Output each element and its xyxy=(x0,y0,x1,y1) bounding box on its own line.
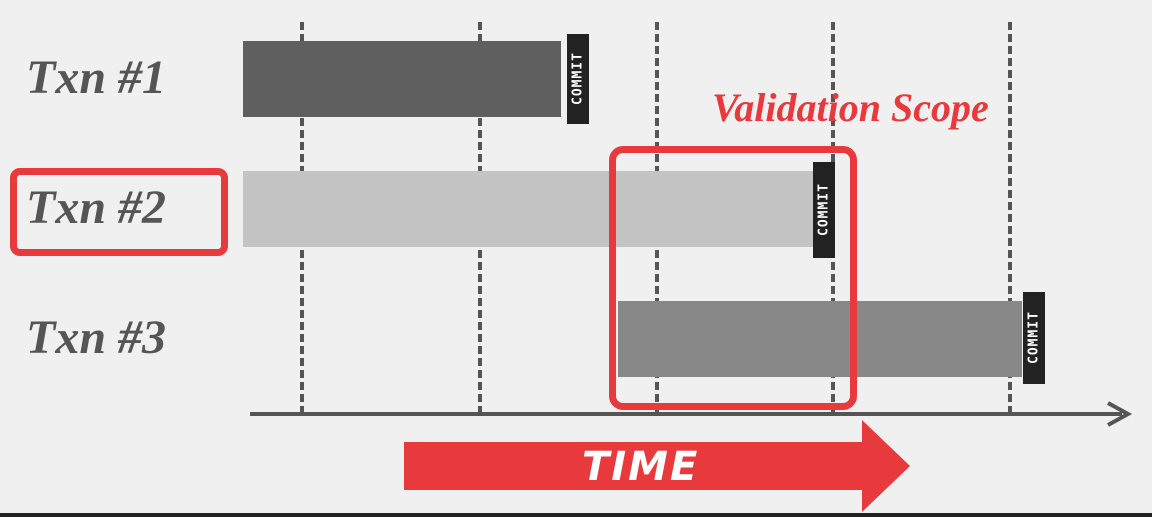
bottom-divider xyxy=(0,513,1152,517)
txn-2-label: Txn #2 xyxy=(26,181,167,234)
time-label: TIME xyxy=(582,444,700,490)
txn-2-highlight-box xyxy=(10,168,228,256)
txn-2-bar xyxy=(243,171,813,247)
arrow-right-icon xyxy=(1107,401,1133,427)
validation-scope-box xyxy=(609,146,857,410)
validation-scope-title: Validation Scope xyxy=(712,85,989,130)
txn-3-label: Txn #3 xyxy=(26,311,167,364)
time-marker-5 xyxy=(1008,22,1012,414)
txn-1-bar xyxy=(243,41,561,117)
txn-1-label: Txn #1 xyxy=(26,51,167,104)
txn-3-bar xyxy=(618,301,1022,377)
